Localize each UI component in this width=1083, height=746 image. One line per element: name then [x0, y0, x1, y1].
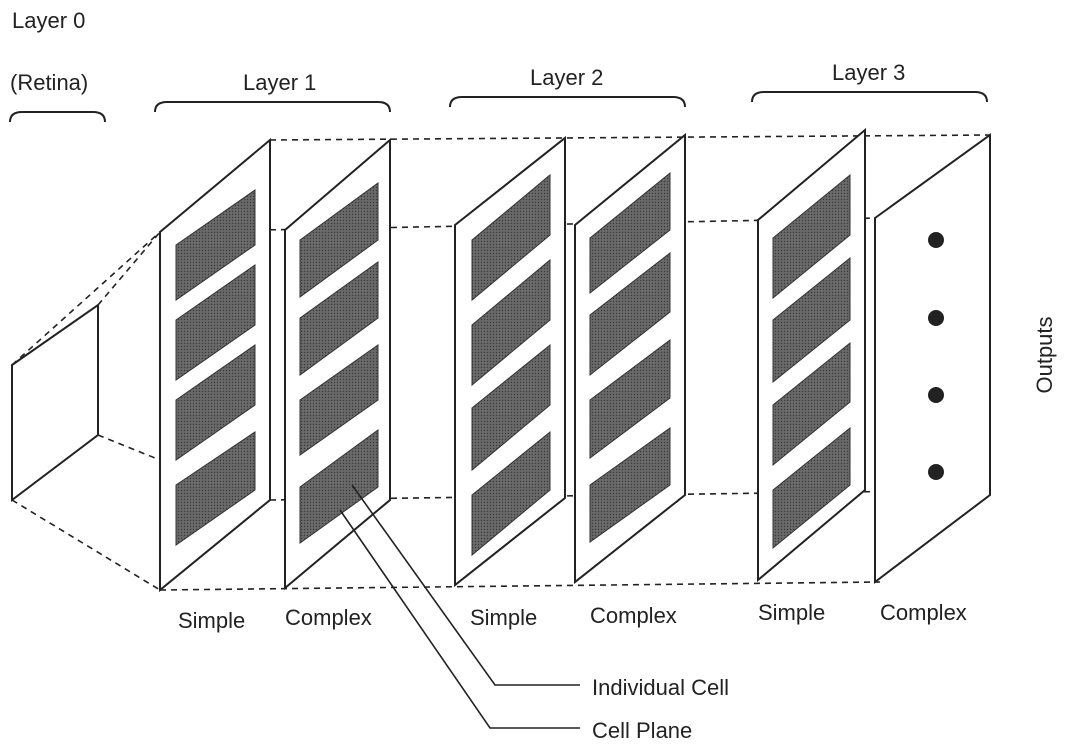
complex2-label: Complex	[590, 603, 677, 628]
simple2-label: Simple	[470, 605, 537, 630]
retina-label: (Retina)	[10, 70, 88, 95]
layer1-brace	[155, 102, 390, 112]
retina-brace	[10, 112, 105, 122]
layer2-brace	[450, 97, 685, 107]
cell-plane-label: Cell Plane	[592, 718, 692, 743]
layer0-label: Layer 0	[12, 8, 85, 33]
outputs-label: Outputs	[1032, 316, 1057, 393]
simple3-label: Simple	[758, 600, 825, 625]
complex3-label: Complex	[880, 600, 967, 625]
layer2-label: Layer 2	[530, 65, 603, 90]
simple1-label: Simple	[178, 608, 245, 633]
retina-plane	[12, 305, 98, 500]
individual-cell-label: Individual Cell	[592, 675, 729, 700]
layer1-label: Layer 1	[243, 70, 316, 95]
layer3-brace	[752, 92, 987, 102]
layer3-label: Layer 3	[832, 60, 905, 85]
layer3-complex-plane	[875, 135, 990, 582]
complex1-label: Complex	[285, 605, 372, 630]
